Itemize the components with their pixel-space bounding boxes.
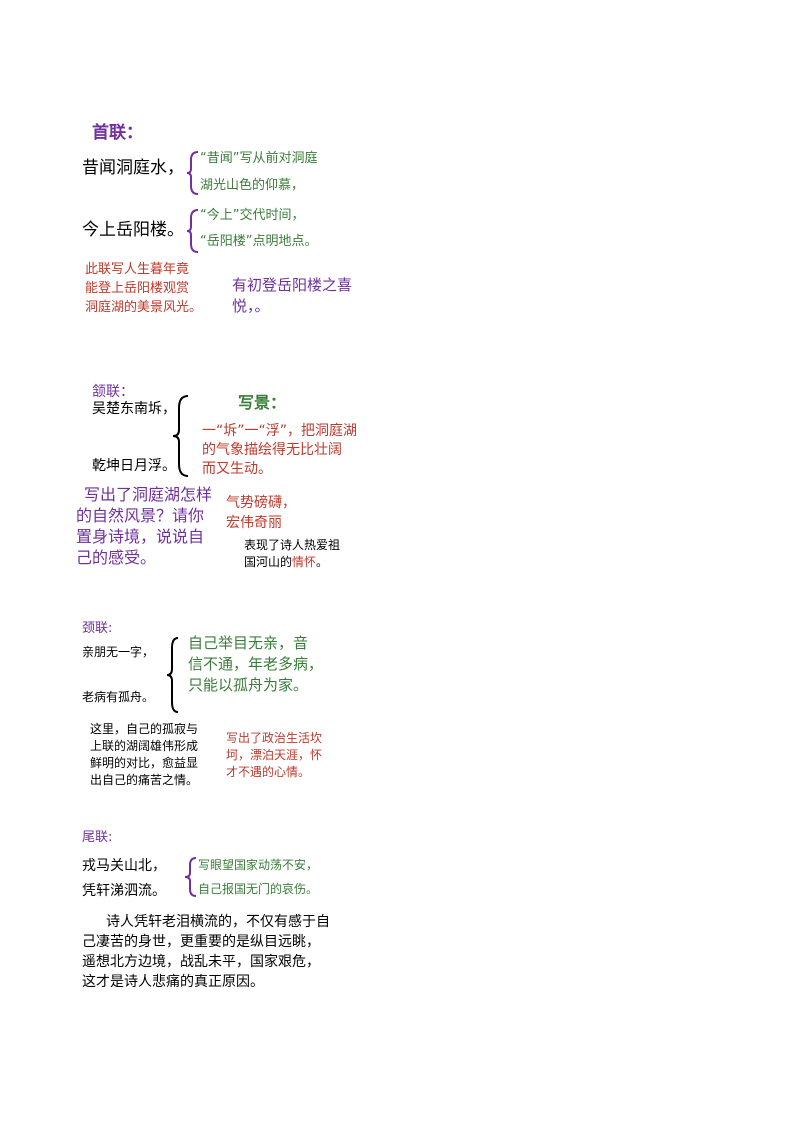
- section1-feel2: 悦，。: [232, 297, 270, 315]
- section4-line2: 凭轩涕泗流。: [82, 883, 166, 899]
- section3-contrast3: 鲜明的对比，愈益显: [90, 756, 199, 770]
- section2-emotion2: 国河山的情怀。: [244, 555, 328, 571]
- section3-heading: 颈联:: [82, 621, 113, 636]
- section4-para4: 这才是诗人悲痛的真正原因。: [82, 974, 264, 990]
- section2-emotion2-end: 。: [316, 555, 329, 569]
- section2-emotion2-highlight: 情怀: [292, 555, 317, 569]
- section2-note1: 一“坼”一“浮”，把洞庭湖: [202, 423, 358, 439]
- section2-question1: 写出了洞庭湖怎样: [84, 485, 213, 504]
- section3-line1: 亲朋无一字，: [82, 645, 155, 659]
- section1-summary3: 洞庭湖的美景风光。: [85, 300, 203, 315]
- section2-line1: 吴楚东南坼，: [92, 401, 176, 417]
- section4-para1: 诗人凭轩老泪横流的，不仅有感于自: [106, 914, 330, 930]
- section4-line1: 戎马关山北，: [82, 858, 166, 874]
- section1-brace1: [186, 151, 199, 195]
- section3-contrast1: 这里，自己的孤寂与: [90, 722, 199, 736]
- section2-label: 写景：: [238, 393, 287, 412]
- section1-note1a: “昔闻”写从前对洞庭: [200, 151, 318, 166]
- section3-life2: 坷，漂泊天涯，怀: [226, 748, 323, 762]
- section2-answer2: 宏伟奇丽: [226, 515, 282, 531]
- section2-note3: 而又生动。: [202, 461, 272, 477]
- section2-emotion2-text: 国河山的: [244, 555, 293, 569]
- section4-note2: 自己报国无门的哀伤。: [198, 882, 319, 896]
- section2-heading: 颔联：: [92, 384, 134, 400]
- section1-note2a: “今上”交代时间，: [200, 208, 305, 223]
- section3-brace: [166, 637, 179, 713]
- section4-brace: [184, 857, 197, 897]
- section3-note1: 自己举目无亲，音: [188, 634, 309, 652]
- section1-brace2: [186, 209, 199, 253]
- section2-line2: 乾坤日月浮。: [92, 458, 176, 474]
- section3-line2: 老病有孤舟。: [82, 690, 155, 704]
- section3-contrast4: 出自己的痛苦之情。: [90, 773, 199, 787]
- section3-life3: 才不遇的心情。: [226, 765, 311, 779]
- section1-line1: 昔闻洞庭水，: [82, 158, 184, 178]
- section3-note3: 只能以孤舟为家。: [188, 676, 309, 694]
- section2-answer1: 气势磅礴，: [226, 495, 296, 511]
- section3-contrast2: 上联的湖阔雄伟形成: [90, 739, 199, 753]
- section1-summary2: 能登上岳阳楼观赏: [85, 281, 190, 296]
- section1-line2: 今上岳阳楼。: [82, 220, 184, 240]
- section2-question2: 的自然风景？请你: [76, 506, 205, 525]
- section3-note2: 信不通，年老多病，: [188, 655, 324, 673]
- section2-question4: 己的感受。: [76, 548, 157, 567]
- section1-heading: 首联：: [92, 123, 143, 143]
- section1-note2b: “岳阳楼”点明地点。: [200, 234, 318, 249]
- section2-note2: 的气象描绘得无比壮阔: [202, 442, 342, 458]
- section1-feel1: 有初登岳阳楼之喜: [232, 276, 353, 294]
- section4-para2: 己凄苦的身世，更重要的是纵目远眺，: [82, 934, 320, 950]
- section1-summary1: 此联写人生暮年竟: [85, 262, 190, 277]
- section2-question3: 置身诗境，说说自: [76, 527, 205, 546]
- section4-note1: 写眼望国家动荡不安，: [198, 858, 319, 872]
- section1-note1b: 湖光山色的仰慕，: [200, 178, 305, 193]
- section4-para3: 遥想北方边境，战乱未平，国家艰危，: [82, 954, 320, 970]
- section4-heading: 尾联:: [82, 830, 113, 845]
- section2-emotion1: 表现了诗人热爱祖: [244, 538, 341, 552]
- section3-life1: 写出了政治生活坎: [226, 731, 323, 745]
- section2-brace: [172, 395, 189, 477]
